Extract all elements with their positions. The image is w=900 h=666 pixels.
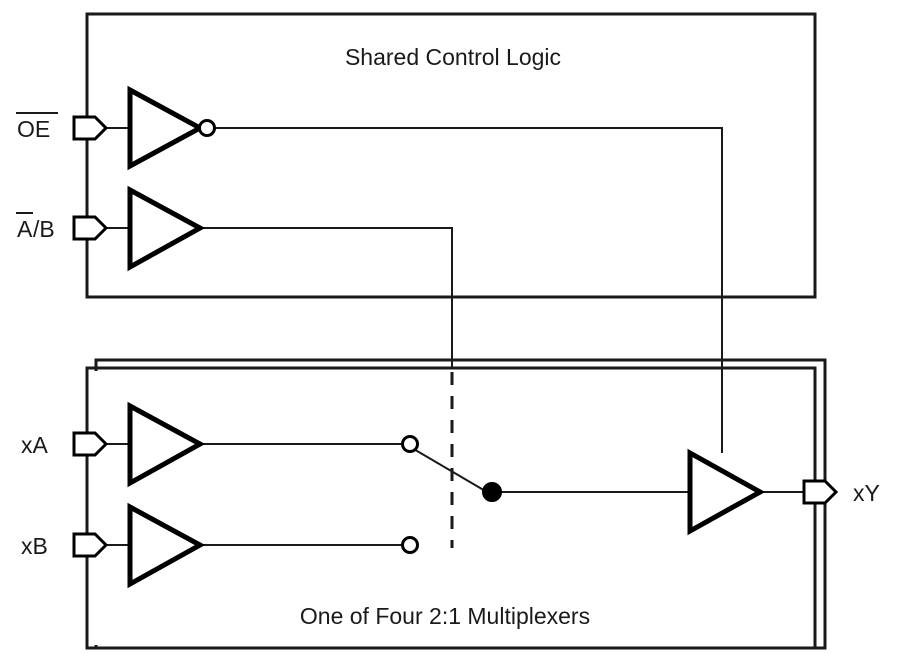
pin-label-ab-rest: /B bbox=[33, 216, 55, 242]
pin-label-ab: A /B bbox=[16, 212, 55, 242]
inverter-triangle bbox=[127, 85, 206, 171]
switch-blade[interactable] bbox=[411, 447, 488, 493]
oe-inverter-gate bbox=[127, 85, 216, 171]
wire-oe-enable bbox=[215, 127, 723, 453]
pin-shape-oe[interactable] bbox=[72, 115, 109, 141]
contact-common-node-icon[interactable] bbox=[482, 482, 502, 502]
pin-label-ab-a: A bbox=[17, 216, 33, 242]
control-block-title: Shared Control Logic bbox=[345, 44, 561, 70]
inverter-bubble-icon bbox=[198, 119, 216, 137]
pin-shape-xy[interactable] bbox=[802, 479, 839, 505]
pin-label-xa: xA bbox=[21, 432, 49, 458]
buffer-triangle bbox=[127, 401, 206, 488]
buffer-triangle bbox=[127, 185, 206, 272]
mux-block-title: One of Four 2:1 Multiplexers bbox=[300, 603, 590, 629]
wire-ab-select bbox=[200, 227, 453, 368]
contact-xa-open-icon[interactable] bbox=[401, 435, 419, 453]
contact-xb-open-icon[interactable] bbox=[401, 536, 419, 554]
pin-shape-ab[interactable] bbox=[72, 215, 109, 241]
buffer-triangle bbox=[127, 502, 206, 589]
ab-buffer-gate bbox=[127, 185, 206, 272]
pin-shape-xb[interactable] bbox=[72, 532, 109, 558]
pin-shape-xa[interactable] bbox=[72, 431, 109, 457]
pin-label-oe-text: OE bbox=[17, 116, 50, 142]
xa-buffer-gate bbox=[127, 401, 206, 488]
pin-label-xb: xB bbox=[21, 533, 48, 559]
xb-buffer-gate bbox=[127, 502, 206, 589]
pin-label-oe: OE bbox=[16, 112, 58, 142]
buffer-triangle bbox=[687, 448, 766, 536]
output-tristate-buffer-gate bbox=[687, 448, 766, 536]
pin-label-xy: xY bbox=[853, 480, 880, 506]
